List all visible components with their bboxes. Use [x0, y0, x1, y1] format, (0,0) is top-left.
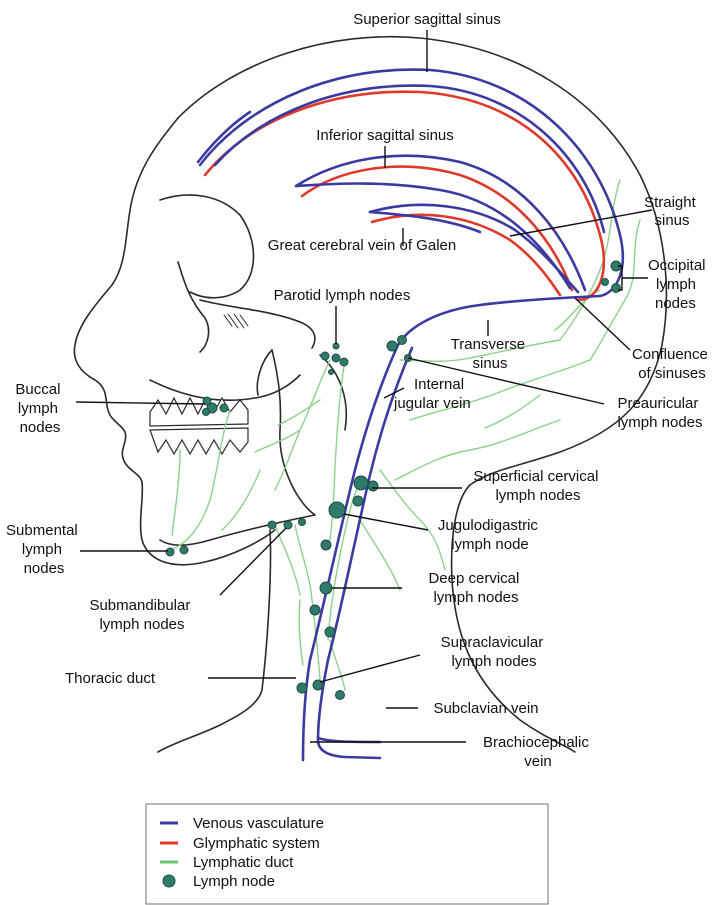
lymph-node [284, 521, 292, 529]
orbit [160, 195, 254, 298]
lymph-node [354, 476, 368, 490]
lymph-node [321, 540, 331, 550]
venous-paths [198, 70, 623, 760]
lymph-node [320, 582, 332, 594]
lymphatic-duct [380, 470, 445, 570]
legend-label-lymphatic: Lymphatic duct [193, 854, 294, 871]
leader-buccal [76, 402, 205, 404]
lymphatic-duct [222, 470, 260, 530]
zygomatic-arch [200, 300, 315, 348]
legend-label-node: Lymph node [193, 873, 275, 890]
lymph-node [220, 404, 228, 412]
lymph-node [336, 691, 345, 700]
lymph-node [321, 352, 329, 360]
lymph-node [180, 546, 188, 554]
teeth [150, 398, 248, 454]
label-superior-sagittal-sinus: Superior sagittal sinus [353, 11, 501, 28]
temporal-hatch [224, 314, 248, 328]
lymph-node [329, 502, 345, 518]
superior-sagittal-sinus-inner [198, 86, 604, 232]
lymph-node [268, 521, 276, 529]
lymph-node [368, 481, 378, 491]
legend-swatch-node [163, 875, 175, 887]
mastoid [320, 355, 346, 430]
nasal-bone [178, 262, 209, 352]
inferior-sagittal-sinus-return [296, 184, 570, 289]
label-submandibular-lymph-nodes: Submandibular lymph nodes [89, 597, 194, 633]
label-inferior-sagittal-sinus: Inferior sagittal sinus [316, 127, 454, 144]
legend-label-venous: Venous vasculature [193, 815, 324, 832]
lymph-node [329, 370, 334, 375]
leader-jugulodigastric [344, 514, 428, 530]
lymphatic-duct [278, 400, 320, 425]
leader-submandibular [220, 528, 286, 595]
neck-front [158, 530, 271, 752]
lymph-node [325, 627, 335, 637]
glymphatic-inferior [302, 167, 572, 290]
lymph-node [310, 605, 320, 615]
lymph-node [602, 279, 609, 286]
lymph-node [340, 358, 348, 366]
label-brachiocephalic-vein: Brachiocephalic vein [483, 734, 593, 770]
legend-label-glymphatic: Glymphatic system [193, 835, 320, 852]
label-deep-cervical-lymph-nodes: Deep cervical lymph nodes [428, 570, 523, 606]
label-parotid-lymph-nodes: Parotid lymph nodes [274, 287, 411, 304]
lower-teeth [150, 428, 248, 454]
internal-jugular-vein [303, 345, 398, 760]
label-great-cerebral-vein: Great cerebral vein of Galen [268, 237, 456, 254]
label-preauricular-lymph-nodes: Preauricular lymph nodes [617, 395, 702, 431]
lymph-node [332, 354, 340, 362]
labels: Superior sagittal sinus Inferior sagitta… [6, 11, 712, 770]
lymphatic-duct [299, 600, 303, 665]
label-thoracic-duct: Thoracic duct [65, 670, 156, 687]
upper-teeth [150, 398, 248, 426]
lymphatic-duct [485, 395, 540, 428]
label-internal-jugular-vein: Internal jugular vein [393, 376, 471, 412]
mandible-ramus [257, 350, 272, 395]
head-outline [74, 37, 666, 752]
lymph-node [203, 409, 210, 416]
label-submental-lymph-nodes: Submental lymph nodes [6, 522, 82, 577]
face-profile [74, 118, 275, 565]
lymph-node [398, 336, 407, 345]
lymph-node [387, 341, 397, 351]
lymph-node [612, 284, 621, 293]
label-subclavian-vein: Subclavian vein [433, 700, 538, 717]
lymphatic-duct [360, 520, 400, 590]
lymphatic-duct [275, 360, 330, 490]
label-superficial-cervical-lymph-nodes: Superficial cervical lymph nodes [473, 468, 602, 504]
label-occipital-lymph-nodes: Occipital lymph nodes [648, 257, 710, 312]
lymph-node [297, 683, 307, 693]
label-buccal-lymph-nodes: Buccal lymph nodes [15, 381, 64, 436]
label-straight-sinus: Straight sinus [644, 194, 700, 229]
lymph-node [166, 548, 174, 556]
lymph-node [353, 496, 363, 506]
legend: Venous vasculature Glymphatic system Lym… [146, 804, 548, 904]
lymphatic-duct [172, 450, 180, 535]
label-confluence-of-sinuses: Confluence of sinuses [632, 346, 712, 382]
lymphatic-duct [295, 525, 320, 680]
lymph-node [299, 519, 306, 526]
label-supraclavicular-lymph-nodes: Supraclavicular lymph nodes [441, 634, 548, 670]
